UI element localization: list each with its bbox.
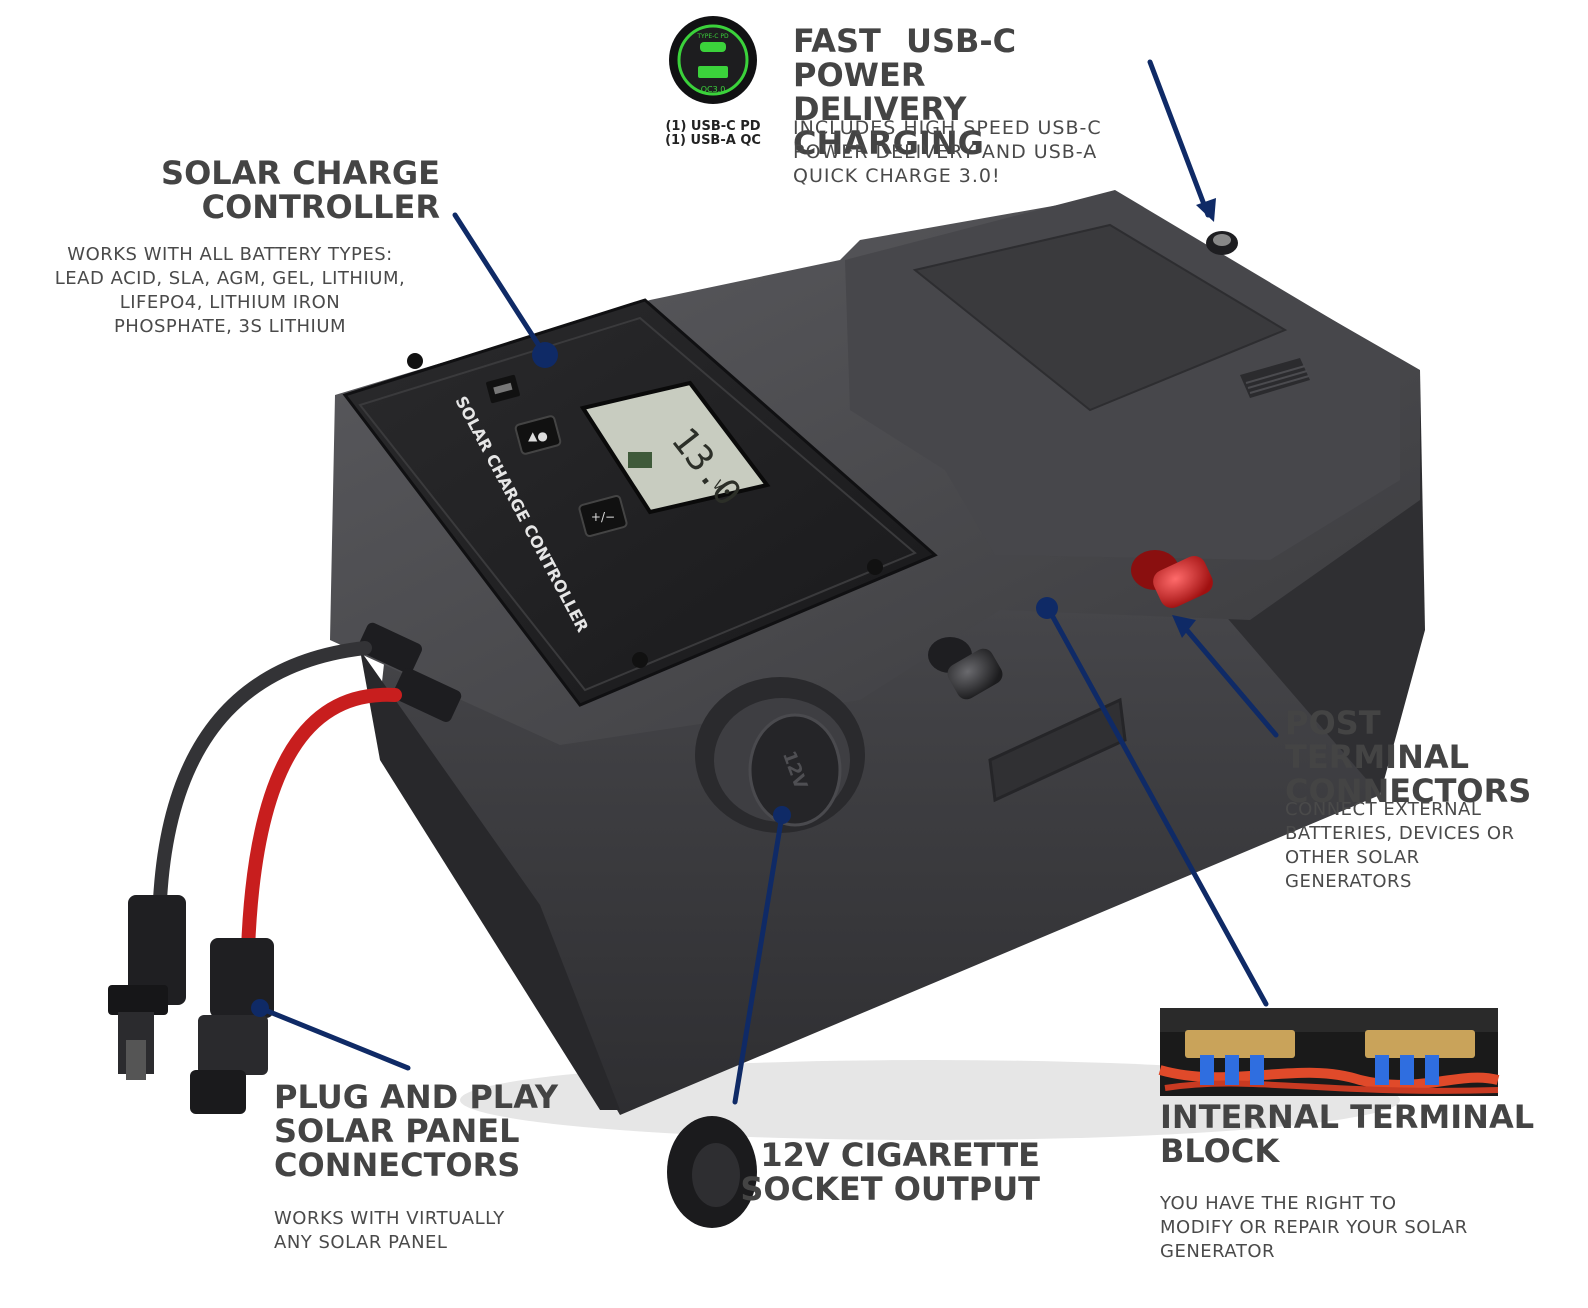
black-cable <box>153 641 372 907</box>
usb-callout-title: FAST USB-C POWER DELIVERY CHARGING <box>793 24 1138 160</box>
internal-desc-line1: YOU HAVE THE RIGHT TO <box>1160 1193 1397 1214</box>
dot-cigarette <box>773 806 791 824</box>
leader-internal <box>1045 605 1269 1007</box>
mc4-connector-black[interactable] <box>108 895 186 1080</box>
dot-plug <box>251 999 269 1017</box>
red-cable <box>241 687 402 957</box>
callout-arrowheads <box>1172 198 1216 638</box>
post-callout-desc: CONNECT EXTERNAL BATTERIES, DEVICES OR O… <box>1285 798 1580 894</box>
plug-title-line3: CONNECTORS <box>274 1146 521 1184</box>
callout-lines <box>257 59 1279 1105</box>
dot-controller <box>532 342 558 368</box>
usb-caption-line2: (1) USB-A QC <box>665 133 761 148</box>
post-callout-title: POST TERMINAL CONNECTORS <box>1285 706 1575 808</box>
internal-terminal-block-photo <box>1158 1008 1500 1096</box>
screw <box>407 353 423 369</box>
screw <box>867 559 883 575</box>
controller-button-mode[interactable]: ▲● <box>514 415 562 455</box>
controller-title-line2: CONTROLLER <box>201 188 440 226</box>
terminal-bar-left <box>1185 1030 1295 1058</box>
arrow-post <box>1172 615 1196 638</box>
controller-title-line1: SOLAR CHARGE <box>161 154 440 192</box>
dot-internal <box>1036 597 1058 619</box>
rear-usb-port <box>1206 231 1238 255</box>
leader-usb <box>1147 59 1211 218</box>
post-title-line2: CONNECTORS <box>1285 772 1532 810</box>
usb-caption-line1: (1) USB-C PD <box>665 119 761 134</box>
internal-callout-desc: YOU HAVE THE RIGHT TO MODIFY OR REPAIR Y… <box>1160 1192 1555 1264</box>
vent-grille <box>1240 358 1310 398</box>
usb-callout-desc: INCLUDES HIGH SPEED USB-C POWER DELIVERY… <box>793 116 1143 188</box>
leader-plug <box>257 1005 411 1071</box>
front-left-edge <box>360 650 620 1110</box>
post-desc-line1: CONNECT EXTERNAL <box>1285 799 1482 820</box>
plug-callout-desc: WORKS WITH VIRTUALLY ANY SOLAR PANEL <box>274 1207 574 1255</box>
usb-desc-line1: INCLUDES HIGH SPEED USB-C <box>793 117 1102 139</box>
usb-inset-top-text: TYPE-C PD <box>696 33 729 40</box>
internal-desc-line3: GENERATOR <box>1160 1241 1276 1262</box>
cigarette-socket: 12V <box>695 677 865 833</box>
controller-callout-title: SOLAR CHARGE CONTROLLER <box>150 156 440 224</box>
plug-callout-title: PLUG AND PLAY SOLAR PANEL CONNECTORS <box>274 1080 574 1182</box>
controller-desc-line2: LEAD ACID, SLA, AGM, GEL, LITHIUM, <box>54 268 406 289</box>
plug-title-line2: SOLAR PANEL <box>274 1112 520 1150</box>
lcd-screen <box>579 380 771 515</box>
usb-port-caption: (1) USB-C PD (1) USB-A QC <box>652 120 774 148</box>
socket-cap-loose <box>667 1116 757 1228</box>
mc4-connector-red[interactable] <box>190 938 274 1114</box>
internal-callout-title: INTERNAL TERMINAL BLOCK <box>1160 1100 1540 1168</box>
post-desc-line2: BATTERIES, DEVICES OR <box>1285 823 1515 844</box>
post-title-line1: POST TERMINAL <box>1285 704 1470 776</box>
post-desc-line4: GENERATORS <box>1285 871 1412 892</box>
usb-title-line1: FAST USB-C POWER <box>793 22 1017 94</box>
controller-desc-line3: LIFEPO4, LITHIUM IRON <box>119 292 341 313</box>
plus-minus-label: +/− <box>591 510 615 524</box>
plug-desc-line2: ANY SOLAR PANEL <box>274 1232 448 1253</box>
cable-glands <box>358 622 462 722</box>
cigarette-title-line1: 12V CIGARETTE <box>760 1136 1040 1174</box>
screw <box>632 652 648 668</box>
controller-button-plus-minus[interactable]: +/− <box>578 495 628 537</box>
cigarette-callout-title: 12V CIGARETTE SOCKET OUTPUT <box>740 1138 1040 1206</box>
post-desc-line3: OTHER SOLAR <box>1285 847 1420 868</box>
leader-post <box>1177 619 1279 738</box>
plug-title-line1: PLUG AND PLAY <box>274 1078 559 1116</box>
internal-title-line1: INTERNAL TERMINAL <box>1160 1098 1535 1136</box>
latch <box>988 697 1127 803</box>
internal-title-line2: BLOCK <box>1160 1132 1280 1170</box>
red-post-terminal[interactable] <box>1131 550 1217 612</box>
solar-cables <box>153 641 402 957</box>
cigarette-title-line2: SOCKET OUTPUT <box>740 1170 1040 1208</box>
controller-desc-line1: WORKS WITH ALL BATTERY TYPES: <box>67 244 393 265</box>
lcd-battery-icon <box>628 452 652 468</box>
controller-desc-line4: PHOSPHATE, 3S LITHIUM <box>113 316 347 337</box>
controller-callout-desc: WORKS WITH ALL BATTERY TYPES: LEAD ACID,… <box>20 243 440 339</box>
embossed-label <box>912 223 1288 412</box>
usb-c-port <box>700 42 726 52</box>
usb-title-line2: DELIVERY CHARGING <box>793 90 984 162</box>
usb-inset-bottom-text: QC3.0 <box>701 85 726 94</box>
terminal-bar-right <box>1365 1030 1475 1058</box>
plug-desc-line1: WORKS WITH VIRTUALLY <box>274 1208 505 1229</box>
leader-cigarette <box>732 812 785 1105</box>
leader-controller <box>452 212 548 358</box>
usb-desc-line2: POWER DELIVERY AND USB-A <box>793 141 1098 163</box>
svg-text:▲●: ▲● <box>528 429 548 443</box>
usb-port-inset: TYPE-C PD QC3.0 <box>669 16 757 104</box>
black-post-terminal[interactable] <box>928 637 1006 703</box>
usb-desc-line3: QUICK CHARGE 3.0! <box>793 165 1001 187</box>
callout-dots <box>251 342 1058 1017</box>
arrow-usb <box>1196 198 1216 222</box>
controller-usb-slot <box>486 374 520 404</box>
usb-a-port <box>698 66 728 78</box>
internal-desc-line2: MODIFY OR REPAIR YOUR SOLAR <box>1160 1217 1468 1238</box>
